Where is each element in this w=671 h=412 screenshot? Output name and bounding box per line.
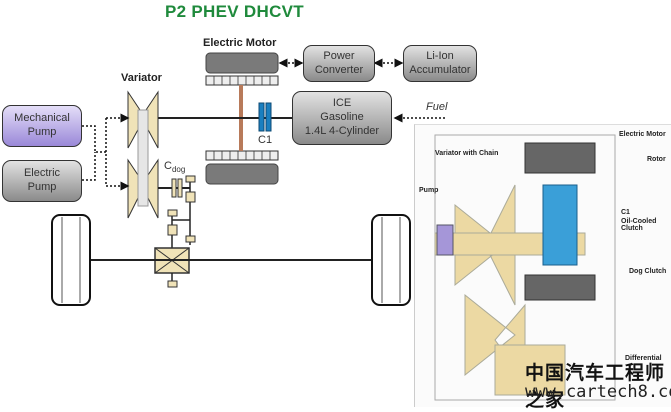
variator-pulleys [127, 90, 159, 219]
wheel-right [371, 214, 411, 306]
cutaway-label-dog-clutch: Dog Clutch [629, 268, 667, 275]
cdog-plate [171, 178, 177, 198]
variator-label: Variator [121, 72, 162, 84]
watermark-url: www.cartech8.com [525, 382, 671, 402]
cutaway-drawing [434, 134, 616, 401]
motor-stator-top [205, 52, 279, 74]
cdog-plate [177, 178, 183, 198]
diagram-title: P2 PHEV DHCVT [165, 2, 304, 21]
cutaway-label-electric-motor: Electric Motor [619, 131, 666, 138]
fuel-label: Fuel [426, 101, 448, 113]
cutaway-label-c1: C1 [621, 209, 630, 216]
c1-clutch-plate [265, 102, 272, 132]
wheel-left [51, 214, 91, 306]
cutaway-label-variator-chain: Variator with Chain [435, 150, 499, 157]
motor-rotor-bottom [205, 150, 279, 161]
cutaway-label-differential: Differential [625, 355, 662, 362]
c1-clutch-plate [258, 102, 265, 132]
motor-rotor-top [205, 75, 279, 86]
cutaway-label-rotor: Rotor [647, 156, 666, 163]
electric-motor-label: Electric Motor [203, 37, 277, 49]
motor-stator-bottom [205, 163, 279, 185]
cutaway-image: Electric Motor Rotor Variator with Chain… [414, 124, 671, 407]
cutaway-label-pump: Pump [419, 187, 439, 194]
cdog-label: Cdog [164, 160, 186, 175]
c1-label: C1 [258, 134, 273, 146]
cutaway-label-clutch: Oil-Cooled Clutch [621, 218, 657, 232]
